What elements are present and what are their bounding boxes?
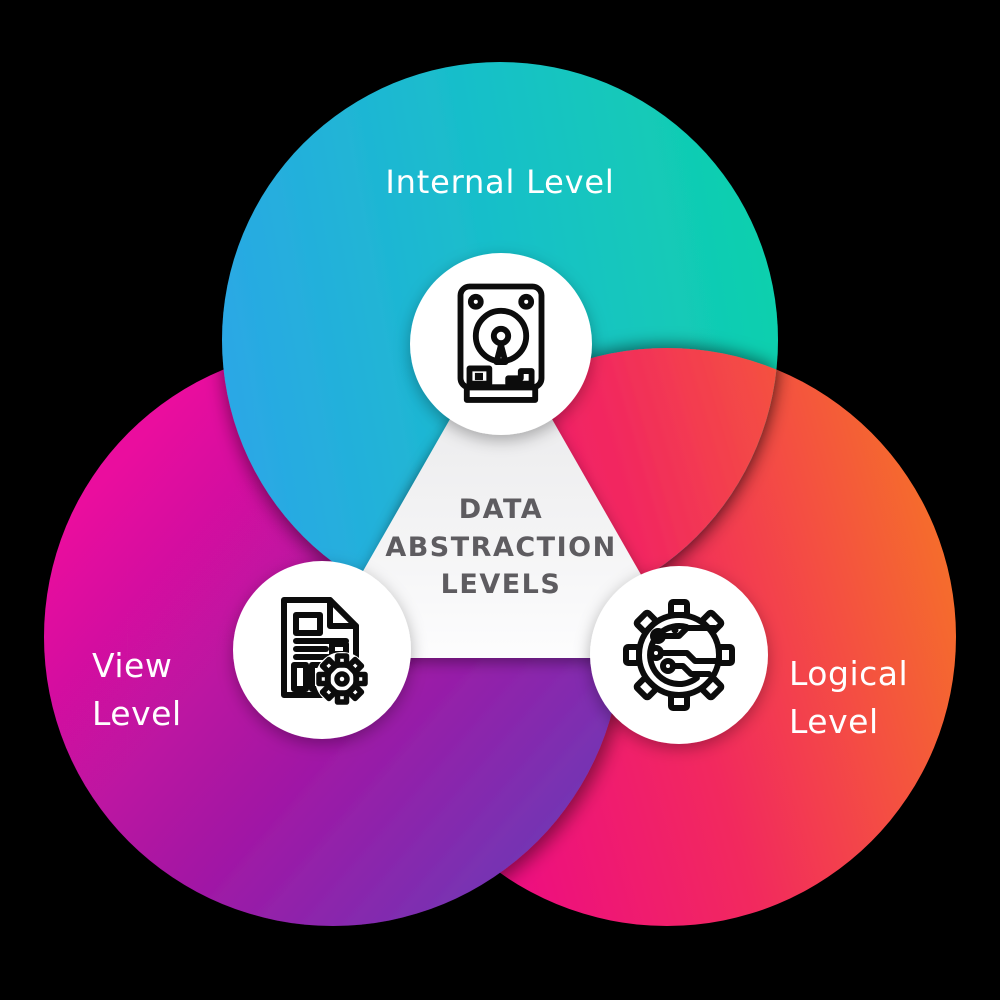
view-level-label: View Level — [92, 646, 182, 733]
document-gear-icon — [281, 597, 369, 706]
internal-level-label: Internal Level — [385, 163, 615, 201]
hard-drive-icon — [457, 283, 545, 403]
circuit-gear-icon — [623, 599, 735, 711]
center-panel — [317, 335, 685, 658]
logical-level-label: Logical Level — [789, 654, 909, 741]
center-panel-title: DATA ABSTRACTION LEVELS — [385, 494, 617, 600]
